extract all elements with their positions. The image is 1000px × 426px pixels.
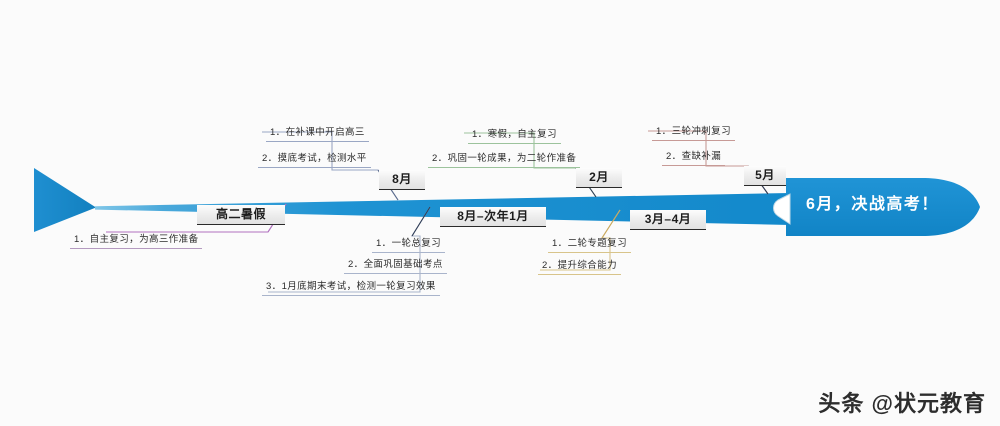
task-g3-3: 3．1月底期末考试，检测一轮复习效果 xyxy=(262,280,440,296)
milestone-chip-may[interactable]: 5月 xyxy=(744,166,786,186)
task-g4-2: 2．巩固一轮成果，为二轮作准备 xyxy=(428,152,581,168)
task-g1-1: 1．自主复习，为高三作准备 xyxy=(70,233,203,249)
task-g4-1: 1．寒假，自主复习 xyxy=(468,128,561,144)
task-g3-2: 2．全面巩固基础考点 xyxy=(344,258,447,274)
milestone-chip-february[interactable]: 2月 xyxy=(576,168,622,188)
milestone-chip-mar-apr[interactable]: 3月–4月 xyxy=(630,210,706,230)
timeline-start-arrow xyxy=(34,168,96,232)
milestone-chip-august[interactable]: 8月 xyxy=(379,170,425,190)
task-g5-1: 1．二轮专题复习 xyxy=(548,237,631,253)
chip-leader-g5 xyxy=(601,209,621,239)
milestone-chip-gaoer-summer[interactable]: 高二暑假 xyxy=(197,205,285,225)
task-g6-2: 2．查缺补漏 xyxy=(662,150,726,166)
task-g6-1: 1．三轮冲刺复习 xyxy=(652,125,735,141)
milestone-chip-aug-to-jan[interactable]: 8月–次年1月 xyxy=(440,207,546,227)
task-g2-1: 1．在补课中开启高三 xyxy=(266,126,369,142)
chip-leader-g3 xyxy=(411,206,431,237)
task-g2-2: 2．摸底考试，检测水平 xyxy=(258,152,371,168)
task-g3-1: 1．一轮总复习 xyxy=(372,237,446,253)
final-banner xyxy=(786,178,980,236)
task-g5-2: 2．提升综合能力 xyxy=(538,259,621,275)
final-banner-label: 6月，决战高考！ xyxy=(806,196,939,213)
banner-connector-notch xyxy=(773,193,791,225)
watermark-text: 头条 @状元教育 xyxy=(818,391,986,416)
